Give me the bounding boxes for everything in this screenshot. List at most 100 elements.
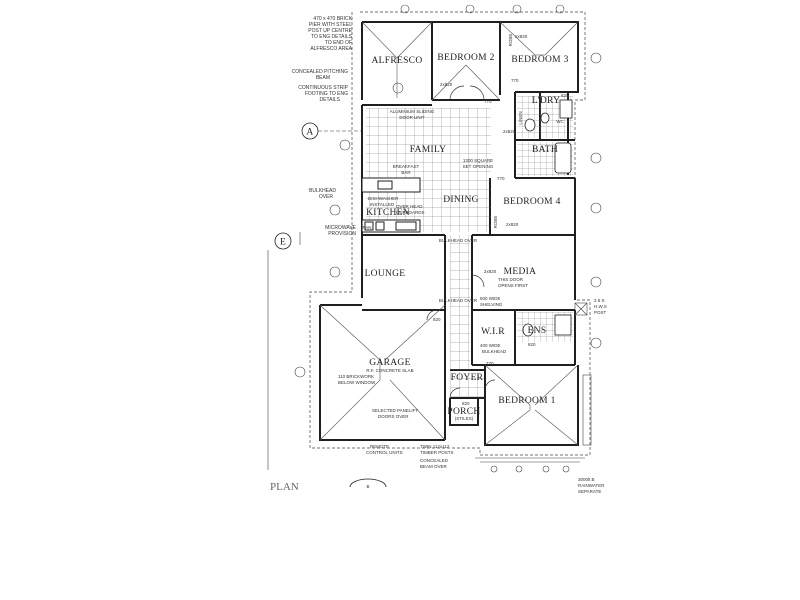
note-wir-bulkhead-1: 400 WIDE — [480, 343, 501, 348]
room-label-wc: WC — [556, 119, 564, 124]
note-this-door-1: THIS DOOR — [498, 277, 524, 282]
room-label-dining: DINING — [443, 195, 479, 205]
marker-bottom-label: B — [366, 484, 369, 489]
note-bottom-right-2: RAINWATER — [578, 483, 605, 488]
dim-door-b3: 2x820 — [515, 34, 528, 39]
note-this-door-2: OPENS FIRST — [498, 283, 528, 288]
room-label-ens: ENS — [528, 326, 547, 336]
note-slab: R.F. CONCRETE SLAB — [366, 368, 413, 373]
note-pier-5: TO END OF — [325, 40, 352, 46]
note-panelift-2: DOORS OVER — [378, 414, 409, 419]
room-label-robe-b4: ROBE — [493, 216, 498, 229]
note-strip-3: DETAILS — [320, 97, 341, 103]
note-brick-2: BELOW WINDOW — [338, 380, 376, 385]
room-label-laundry: L'DRY — [532, 96, 561, 106]
dim-door-linen: 2x820 — [503, 129, 516, 134]
room-label-bath: BATH — [532, 145, 558, 155]
note-twin-posts-2: TIMBER POSTS — [420, 450, 454, 455]
dim-770-d: 770 — [486, 361, 494, 366]
note-strip-1: CONTINUOUS STRIP — [298, 85, 348, 91]
dim-door-b2: 2x820 — [440, 82, 453, 87]
dim-820-c: 820 — [561, 93, 569, 98]
room-label-kitchen: KITCHEN — [366, 208, 410, 218]
room-label-porch: PORCH — [447, 407, 480, 417]
note-bulkhead-over-2: BULKHEAD OVER — [439, 298, 478, 303]
note-sliding-2: DOOR UNIT — [399, 115, 425, 120]
note-concealed-beam-1: CONCEALED — [420, 458, 449, 463]
section-marker-e: E — [274, 232, 292, 250]
tiled-floor — [366, 96, 573, 398]
note-shelving-1: 500 WIDE — [480, 296, 501, 301]
dim-820-a: 820 — [433, 317, 441, 322]
note-pier-2: PIER WITH STEEL — [309, 22, 352, 28]
room-label-alfresco: ALFRESCO — [372, 56, 423, 66]
dim-770-b: 770 — [484, 99, 492, 104]
note-right-2: H.W.S — [594, 304, 607, 309]
room-label-family: FAMILY — [410, 145, 447, 155]
note-pier-4: TO ENG DETAILS — [311, 34, 353, 40]
note-bulkhead-1: BULKHEAD — [309, 188, 336, 194]
note-remote-2: CONTROL UNITS — [366, 450, 403, 455]
note-panelift-1: SELECTED PANELIFT — [372, 408, 418, 413]
note-dishwasher-1: DISHWASHER — [368, 196, 399, 201]
room-label-robe-b3: ROBE — [508, 34, 513, 47]
roof-hips — [319, 21, 579, 446]
room-label-bedroom-2: BEDROOM 2 — [437, 53, 494, 63]
dim-770-c: 770 — [497, 176, 505, 181]
note-bottom-right-1: 3000lt B — [578, 477, 595, 482]
kitchen-bench — [361, 177, 421, 233]
note-bottom-right-3: SEPARATE — [578, 489, 601, 494]
note-pier-1: 470 x 470 BRICK — [313, 16, 352, 22]
note-beam-2: BEAM — [316, 75, 330, 81]
note-beam-1: CONCEALED PITCHING — [292, 69, 349, 75]
note-pier-3: POST UP CENTRE — [308, 28, 352, 34]
note-dishwasher-2: INSTALLED — [370, 202, 395, 207]
section-marker-bottom: B — [349, 478, 387, 489]
note-breakfast-1: BREAKFAST — [393, 164, 420, 169]
marker-e-label: E — [280, 238, 286, 248]
room-label-wir: W.I.R — [481, 327, 505, 337]
note-bulkhead-over-1: BULKHEAD OVER — [439, 238, 478, 243]
room-label-bedroom-3: BEDROOM 3 — [511, 55, 568, 65]
room-label-pan: PAN — [363, 225, 372, 230]
eave-outline — [309, 11, 591, 456]
room-label-foyer: FOYER — [451, 373, 484, 383]
note-porch-tiles: (STILES) — [455, 416, 474, 421]
note-remote-1: REMOTE — [370, 444, 389, 449]
door-swings — [426, 85, 496, 399]
section-marker-a: A — [301, 122, 362, 140]
note-sliding-1: ALUMINIUM SLIDING — [390, 109, 435, 114]
dim-820-b: 820 — [528, 342, 536, 347]
note-breakfast-2: BAR — [401, 170, 411, 175]
note-microwave-2: PROVISION — [328, 231, 356, 237]
bathroom-fixtures — [522, 99, 573, 337]
room-label-bedroom-4: BEDROOM 4 — [503, 197, 560, 207]
room-label-media: MEDIA — [504, 267, 537, 277]
note-wir-bulkhead-2: BULKHEAD — [482, 349, 507, 354]
dim-door-media: 2x820 — [484, 269, 497, 274]
note-right-1: 2.5 S — [594, 298, 605, 303]
note-pier-6: ALFRESCO AREA — [310, 46, 352, 52]
note-bulkhead-2: OVER — [319, 194, 334, 200]
dimension-marks — [267, 4, 602, 473]
dim-770-a: 770 — [511, 78, 519, 83]
note-overhead-2: CUPBOARDS — [396, 210, 425, 215]
plan-title: PLAN — [270, 481, 299, 493]
note-concealed-beam-2: BEAM OVER — [420, 464, 448, 469]
room-label-garage: GARAGE — [369, 358, 410, 368]
marker-a-label: A — [306, 128, 313, 138]
room-label-linen: LINEN — [518, 111, 523, 124]
note-tiles-1: 1300 SQUARE — [463, 158, 493, 163]
note-microwave-1: MICROWAVE — [325, 225, 356, 231]
room-label-lounge: LOUNGE — [365, 269, 406, 279]
room-labels: ALFRESCO BEDROOM 2 BEDROOM 3 FAMILY KITC… — [363, 34, 569, 417]
note-shelving-2: SHELVING — [480, 302, 503, 307]
note-overhead-1: OVER HEAD — [396, 204, 423, 209]
note-strip-2: FOOTING TO ENG — [305, 91, 348, 97]
note-twin-posts-1: TWIN 112x112 — [420, 444, 450, 449]
dim-820-d: 820 — [462, 401, 470, 406]
annotations: 470 x 470 BRICK PIER WITH STEEL POST UP … — [292, 16, 607, 494]
room-label-bedroom-1: BEDROOM 1 — [498, 396, 555, 406]
